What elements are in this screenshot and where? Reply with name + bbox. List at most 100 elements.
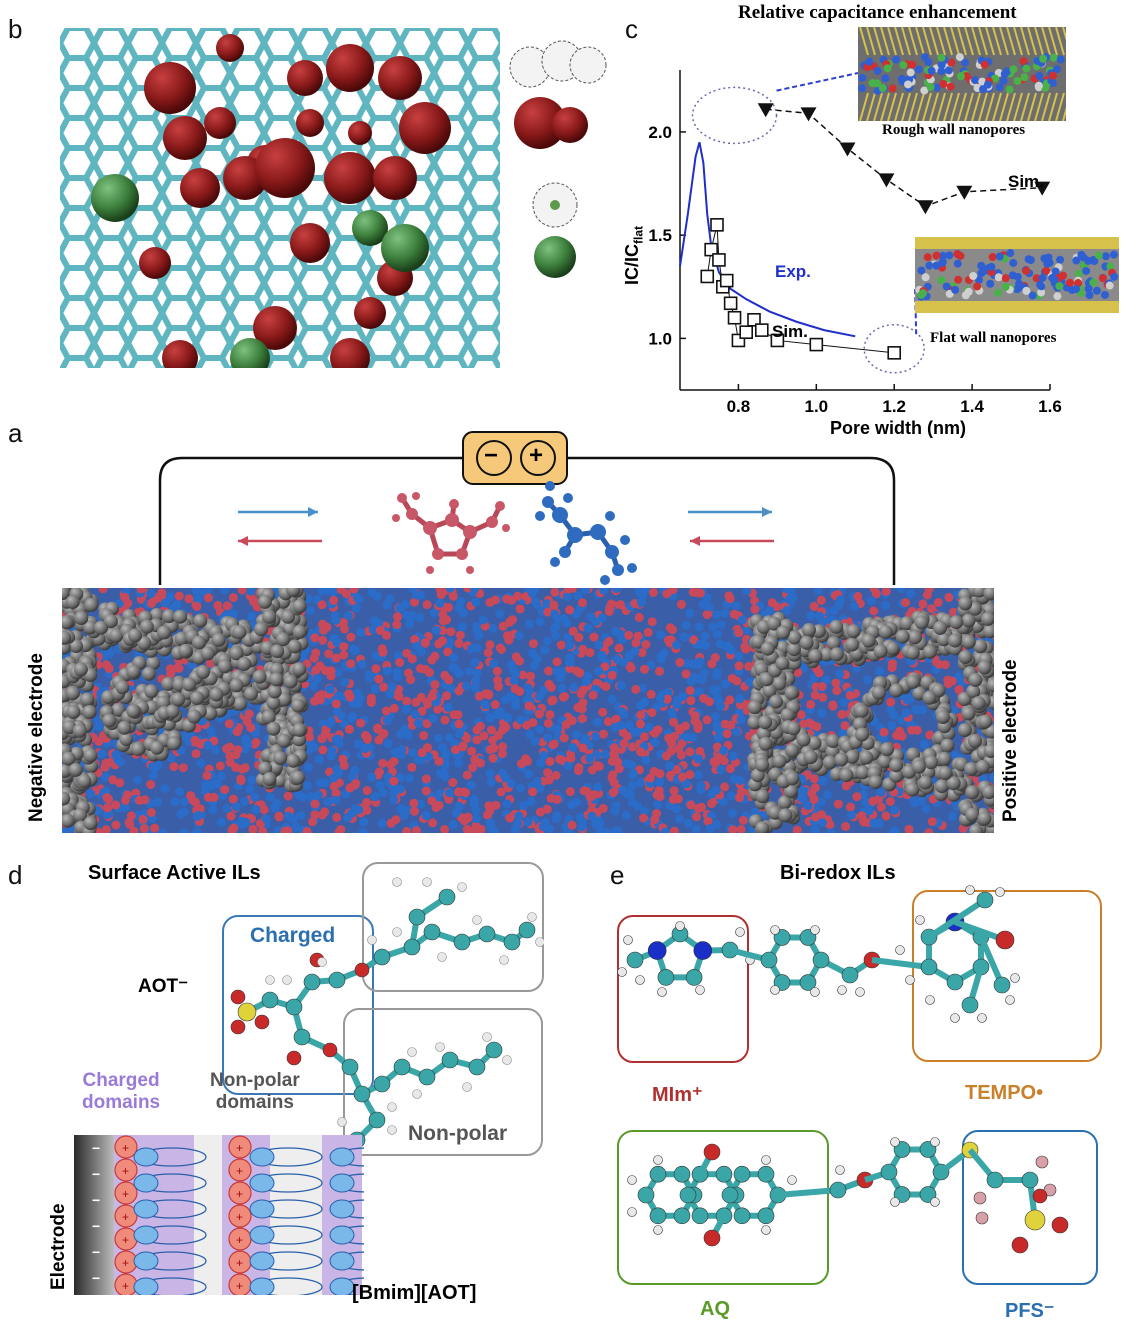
ion-sphere (273, 825, 283, 833)
ion-sphere (866, 596, 876, 606)
salt-label: [Bmim][AOT] (352, 1282, 477, 1304)
ion-sphere (567, 716, 577, 726)
ion-sphere (663, 635, 673, 645)
carbon-sphere (62, 615, 74, 630)
atom (441, 1051, 459, 1069)
carbon-sphere (906, 674, 920, 689)
cation-circle (114, 1158, 138, 1182)
ion-sphere (320, 778, 330, 788)
ion-sphere (216, 817, 226, 827)
ion-sphere (471, 676, 481, 686)
sim-square-marker (809, 337, 824, 352)
sim-triangle-marker (1034, 181, 1051, 196)
electrode-charge: − (92, 1166, 100, 1182)
hydrogen-atom (535, 937, 544, 947)
ion-sphere (1106, 262, 1115, 271)
ion-sphere (459, 787, 469, 797)
ion-sphere (444, 733, 454, 743)
ion-sphere (505, 813, 515, 823)
ion-sphere (574, 632, 584, 642)
ion-sphere (523, 683, 533, 693)
ion-sphere (485, 806, 495, 816)
ion-sphere (325, 718, 335, 728)
carbon-sphere (167, 736, 182, 751)
ion-sphere (694, 622, 704, 632)
ion-sphere (1044, 253, 1053, 262)
carbon-sphere (961, 706, 976, 721)
carbon-sphere (767, 616, 781, 631)
carbon-sphere (102, 713, 117, 728)
carbon-sphere (80, 692, 95, 707)
ion-sphere (688, 588, 698, 597)
ion-sphere (647, 708, 657, 718)
anion-head (249, 1225, 275, 1245)
charged-label: Charged (250, 924, 336, 947)
ion-sphere (918, 599, 928, 609)
ion-sphere (551, 631, 561, 640)
carbon-sphere (747, 700, 762, 715)
ion-sphere (852, 792, 862, 802)
ion-sphere (543, 636, 552, 646)
ion-sphere (685, 747, 695, 757)
ion-sphere (411, 697, 421, 707)
chart-title: Relative capacitance enhancement (738, 2, 1017, 23)
ion-sphere (399, 810, 409, 820)
ion-sphere (805, 718, 815, 728)
ion-sphere (995, 83, 1004, 92)
ion-sphere (716, 764, 726, 774)
ion-sphere (435, 588, 445, 594)
carbon-sphere (777, 795, 792, 810)
atom (418, 1068, 436, 1086)
ion-sphere (563, 760, 573, 770)
ion-sphere (949, 705, 959, 715)
ion-sphere (637, 591, 647, 601)
ion-sphere (669, 717, 678, 727)
ion-sphere (1072, 256, 1081, 265)
highlight-ellipse-flat (863, 323, 925, 374)
carbon-sphere (880, 742, 894, 757)
ion-sphere (543, 607, 553, 617)
rough-wall-inset (858, 27, 1066, 121)
ion-sphere (624, 630, 634, 640)
ion-sphere (662, 694, 672, 704)
ion-sphere (1105, 281, 1114, 290)
ion-sphere (454, 719, 464, 729)
atom (408, 908, 426, 926)
ion-sphere (1006, 249, 1015, 258)
carbon-sphere (196, 665, 210, 679)
ion-sphere (443, 702, 453, 712)
ion-sphere (120, 592, 130, 602)
carbon-sphere (819, 647, 834, 662)
ion-sphere (1065, 278, 1074, 287)
ion-sphere (612, 654, 622, 664)
ion-sphere (528, 649, 537, 658)
ion-sphere (720, 782, 730, 792)
sim-triangle-marker (757, 103, 774, 118)
carbon-sphere (266, 695, 281, 710)
panel-letter-e: e (610, 860, 625, 890)
carbon-sphere (109, 628, 124, 643)
atom (353, 1085, 371, 1103)
ion-sphere (1109, 250, 1118, 259)
ion-sphere (920, 53, 929, 62)
ion-sphere (881, 74, 890, 83)
ion-sphere (999, 76, 1008, 85)
ion-sphere (471, 597, 481, 607)
ion-sphere (597, 650, 607, 660)
ion-sphere (610, 826, 620, 833)
ion-sphere (581, 734, 591, 743)
ion-sphere (408, 748, 418, 758)
ion-sphere (737, 787, 746, 797)
ion-sphere (382, 666, 392, 676)
carbon-sphere (845, 749, 860, 764)
cation-sphere (253, 306, 297, 350)
sim-square-marker (723, 296, 738, 311)
ion-sphere (906, 68, 915, 77)
ion-sphere (419, 731, 429, 740)
ion-sphere (362, 733, 372, 742)
ion-sphere (324, 649, 334, 659)
ion-sphere (991, 74, 1000, 83)
sim-square-marker (712, 253, 726, 267)
ion-sphere (467, 746, 477, 756)
ion-sphere (886, 697, 896, 707)
